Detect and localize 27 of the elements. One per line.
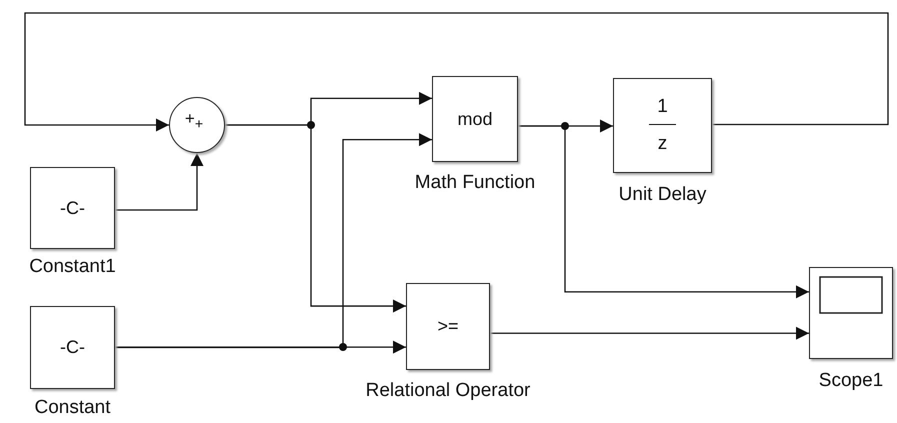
signal-arrow [225, 124, 406, 313]
block-label: +$_{+}$ [184, 109, 204, 133]
function-block [432, 76, 518, 162]
block-label: 1 [649, 96, 676, 125]
block-name: Scope1 [818, 370, 884, 392]
signal-arrow [115, 340, 406, 354]
block-label: -C- [60, 198, 85, 218]
signal-arrow [115, 153, 204, 211]
block-label: >= [437, 316, 459, 337]
block-name: Math Function [414, 172, 536, 194]
block-name: Constant [34, 397, 111, 419]
block-name: Relational Operator [366, 380, 530, 402]
block-label: -C- [60, 337, 85, 358]
signal-arrow [115, 133, 432, 348]
block-name: Unit Delay [618, 184, 706, 206]
sum-circle [169, 97, 225, 153]
constant-block [30, 306, 115, 389]
operator-block [406, 283, 490, 370]
scope-block [809, 267, 893, 359]
signal-arrow [24, 12, 889, 132]
constant-block [30, 167, 115, 249]
signal-arrow [490, 326, 809, 340]
block-label: mod [457, 108, 492, 130]
block-name: Constant1 [29, 256, 116, 278]
delay-block [613, 78, 712, 173]
signal-arrow [518, 125, 809, 298]
block-label: z [658, 133, 668, 155]
